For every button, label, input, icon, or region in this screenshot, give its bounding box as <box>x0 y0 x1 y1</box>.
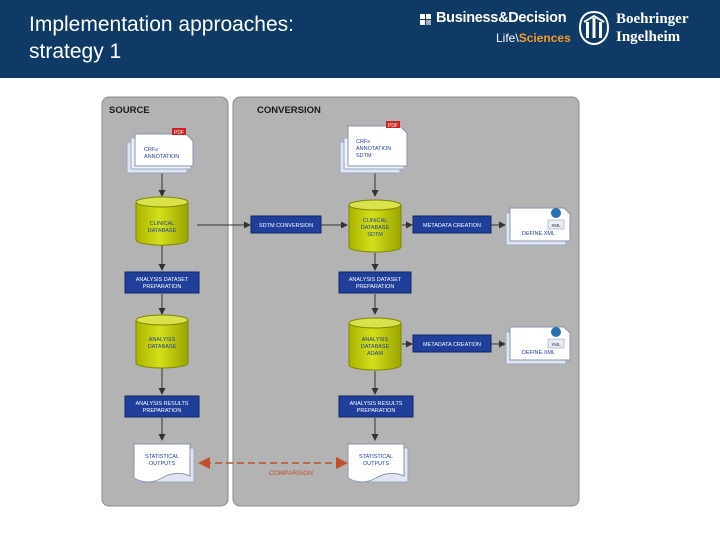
bd-squares-icon <box>420 14 432 26</box>
stat-outputs-source-line-2: OUTPUTS <box>149 461 176 467</box>
clinical-db-sdtm-line-1: CLINICAL <box>363 218 388 224</box>
analysis-prep-source-line-1: ANALYSIS DATASET <box>136 277 189 283</box>
results-prep-source-line-1: ANALYSIS RESULTS <box>136 401 189 407</box>
analysis-db-line-1: ANALYSIS <box>149 337 176 343</box>
analysis-prep-box-conversion: ANALYSIS DATASET PREPARATION <box>338 271 412 294</box>
slide-title-line-2: strategy 1 <box>29 40 122 63</box>
boehringer-line-1: Boehringer <box>616 11 689 27</box>
conversion-crf-document: PDF CRFs ANNOTATION SDTM <box>339 121 408 174</box>
analysis-prep-box-source: ANALYSIS DATASET PREPARATION <box>124 271 200 294</box>
clinical-database: CLINICAL DATABASE <box>135 196 189 246</box>
analysis-prep-conversion-line-2: PREPARATION <box>356 284 395 290</box>
bd-logo-text: Business&Decision <box>436 10 567 26</box>
define-xml-label-2: DEFINE.XML <box>522 350 555 356</box>
results-prep-conversion-line-2: PREPARATION <box>357 408 396 414</box>
slide-header: Implementation approaches: strategy 1 Bu… <box>0 0 720 78</box>
stat-outputs-conversion-line-1: STATISTICAL <box>359 454 393 460</box>
source-crf-document: PDF CRFs ANNOTATION <box>126 128 194 174</box>
conversion-doc-line-3: SDTM <box>356 153 372 159</box>
analysis-db-adam-line-3: ADAM <box>367 351 383 357</box>
metadata-creation-box-2: METADATA CREATION <box>412 334 492 353</box>
results-prep-box-source: ANALYSIS RESULTS PREPARATION <box>124 395 200 418</box>
xml-globe-icon <box>551 327 561 337</box>
clinical-db-sdtm-line-2: DATABASE <box>361 225 390 231</box>
life-sciences-text: Life\Sciences <box>496 31 571 45</box>
sdtm-conversion-label: SDTM CONVERSION <box>259 223 313 229</box>
analysis-database: ANALYSIS DATABASE <box>135 314 189 369</box>
define-xml-label-1: DEFINE.XML <box>522 231 555 237</box>
comparison-label: COMPARISON <box>269 470 313 477</box>
life-text: Life <box>496 31 516 45</box>
analysis-db-adam-line-2: DATABASE <box>361 344 390 350</box>
statistical-outputs-conversion: STATISTICAL OUTPUTS <box>347 443 409 483</box>
xml-badge-text-2: XML <box>551 342 561 347</box>
analysis-prep-conversion-line-1: ANALYSIS DATASET <box>349 277 402 283</box>
analysis-database-adam: ANALYSIS DATABASE ADAM <box>348 317 402 371</box>
boehringer-emblem-icon <box>578 10 610 46</box>
sciences-text: Sciences <box>518 31 571 45</box>
boehringer-logo: Boehringer Ingelheim <box>578 10 718 50</box>
source-doc-line-2: ANNOTATION <box>144 154 179 160</box>
conversion-panel <box>232 96 580 507</box>
metadata-creation-box-1: METADATA CREATION <box>412 215 492 234</box>
results-prep-source-line-2: PREPARATION <box>143 408 182 414</box>
statistical-outputs-source: STATISTICAL OUTPUTS <box>133 443 195 483</box>
clinical-database-sdtm: CLINICAL DATABASE SDTM <box>348 199 402 253</box>
conversion-doc-line-1: CRFs <box>356 139 370 145</box>
conversion-panel-label: CONVERSION <box>257 105 321 116</box>
boehringer-line-2: Ingelheim <box>616 29 681 45</box>
conversion-doc-line-2: ANNOTATION <box>356 146 391 152</box>
define-xml-document-1: XML DEFINE.XML <box>505 207 571 246</box>
slide-title: Implementation approaches: strategy 1 <box>29 11 294 65</box>
source-panel-label: SOURCE <box>109 105 150 116</box>
pdf-badge-text-2: PDF <box>388 123 398 129</box>
results-prep-conversion-line-1: ANALYSIS RESULTS <box>350 401 403 407</box>
clinical-db-line-2: DATABASE <box>148 228 177 234</box>
stat-outputs-conversion-line-2: OUTPUTS <box>363 461 390 467</box>
pdf-badge-icon <box>172 128 186 135</box>
analysis-db-line-2: DATABASE <box>148 344 177 350</box>
clinical-db-line-1: CLINICAL <box>150 221 175 227</box>
metadata-creation-label-1: METADATA CREATION <box>423 223 481 229</box>
analysis-prep-source-line-2: PREPARATION <box>143 284 182 290</box>
xml-badge-text-1: XML <box>551 223 561 228</box>
slide-title-line-1: Implementation approaches: <box>29 13 294 36</box>
define-xml-document-2: XML DEFINE.XML <box>505 326 571 365</box>
boehringer-name: Boehringer Ingelheim <box>616 10 689 46</box>
pdf-badge-text: PDF <box>174 130 184 136</box>
results-prep-box-conversion: ANALYSIS RESULTS PREPARATION <box>338 395 414 418</box>
stat-outputs-source-line-1: STATISTICAL <box>145 454 179 460</box>
metadata-creation-label-2: METADATA CREATION <box>423 342 481 348</box>
source-doc-line-1: CRFs <box>144 147 158 153</box>
xml-globe-icon <box>551 208 561 218</box>
pdf-badge-icon <box>386 121 400 128</box>
analysis-db-adam-line-1: ANALYSIS <box>362 337 389 343</box>
business-decision-logo: Business&Decision Life\Sciences <box>420 10 571 50</box>
clinical-db-sdtm-line-3: SDTM <box>367 232 383 238</box>
sdtm-conversion-box: SDTM CONVERSION <box>250 215 322 234</box>
